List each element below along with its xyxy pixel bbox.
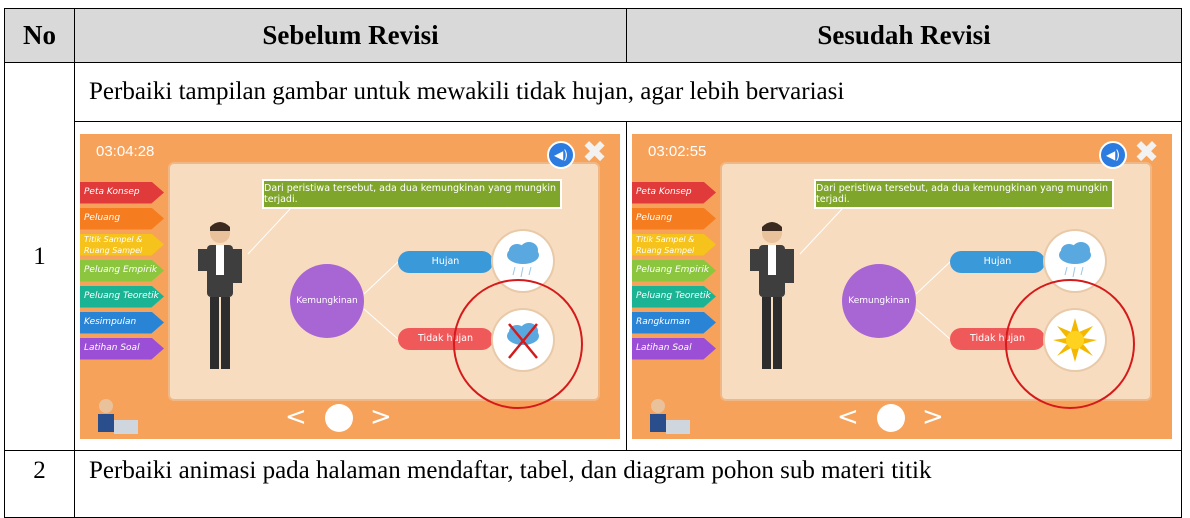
connector-lines <box>247 208 399 339</box>
row-number: 2 <box>4 450 75 518</box>
timer: 03:02:55 <box>648 142 707 160</box>
next-arrow-icon[interactable]: > <box>370 401 392 432</box>
menu-item[interactable]: Peluang Empirik <box>632 259 716 282</box>
connector-lines <box>799 208 951 339</box>
menu-item[interactable]: Latihan Soal <box>632 337 716 360</box>
menu-item[interactable]: Peluang Empirik <box>80 259 164 282</box>
teacher-figure <box>750 221 794 369</box>
before-cell: 03:04:28 ◀) ✖ Peta Konsep Peluang Titik … <box>74 121 627 451</box>
kemungkinan-node: Kemungkinan <box>290 263 364 338</box>
after-screenshot: 03:02:55 ◀) ✖ Peta Konsep Peluang Titik … <box>632 133 1172 439</box>
student-avatar <box>98 398 138 434</box>
table-row: 2 Perbaiki animasi pada halaman mendafta… <box>4 450 1182 518</box>
speech-bubble: Dari peristiwa tersebut, ada dua kemungk… <box>262 178 562 209</box>
rain-cloud-icon <box>507 241 539 277</box>
header-after: Sesudah Revisi <box>626 8 1182 63</box>
speaker-icon[interactable]: ◀) <box>1099 140 1127 169</box>
menu-item[interactable]: Peluang <box>80 207 164 230</box>
hujan-label: Hujan <box>398 250 493 273</box>
rain-cloud-icon <box>1059 241 1091 277</box>
menu-item[interactable]: Rangkuman <box>632 311 716 334</box>
header-before: Sebelum Revisi <box>74 8 627 63</box>
speaker-icon[interactable]: ◀) <box>547 140 575 169</box>
row-number: 1 <box>4 62 75 451</box>
timer: 03:04:28 <box>96 142 155 160</box>
speech-bubble: Dari peristiwa tersebut, ada dua kemungk… <box>814 178 1114 209</box>
kemungkinan-node: Kemungkinan <box>842 263 916 338</box>
student-avatar <box>650 398 690 434</box>
highlight-ring <box>453 278 583 409</box>
menu-item[interactable]: Peluang <box>632 207 716 230</box>
header-row: No Sebelum Revisi Sesudah Revisi <box>4 8 1182 63</box>
menu-item[interactable]: Peluang Teoretik <box>632 285 716 308</box>
before-screenshot: 03:04:28 ◀) ✖ Peta Konsep Peluang Titik … <box>80 133 620 439</box>
menu-item[interactable]: Peluang Teoretik <box>80 285 164 308</box>
close-icon[interactable]: ✖ <box>582 134 608 170</box>
menu-item[interactable]: Peta Konsep <box>632 181 716 204</box>
teacher-figure <box>198 221 242 369</box>
hujan-label: Hujan <box>950 250 1045 273</box>
close-icon[interactable]: ✖ <box>1134 134 1160 170</box>
row-description: Perbaiki animasi pada halaman mendaftar,… <box>74 450 1182 518</box>
highlight-ring <box>1005 278 1135 409</box>
revision-table: No Sebelum Revisi Sesudah Revisi 1 Perba… <box>4 8 1182 518</box>
menu-item[interactable]: Kesimpulan <box>80 311 164 334</box>
menu-item[interactable]: Peta Konsep <box>80 181 164 204</box>
home-circle-button[interactable] <box>325 403 353 432</box>
row-description: Perbaiki tampilan gambar untuk mewakili … <box>74 62 1182 122</box>
header-no: No <box>4 8 75 63</box>
after-cell: 03:02:55 ◀) ✖ Peta Konsep Peluang Titik … <box>626 121 1182 451</box>
menu-item[interactable]: Latihan Soal <box>80 337 164 360</box>
prev-arrow-icon[interactable]: < <box>285 401 307 432</box>
screenshot-row: 03:04:28 ◀) ✖ Peta Konsep Peluang Titik … <box>5 121 1182 451</box>
table-row: 1 Perbaiki tampilan gambar untuk mewakil… <box>4 62 1182 451</box>
prev-arrow-icon[interactable]: < <box>837 401 859 432</box>
menu-item[interactable]: Titik Sampel & Ruang Sampel <box>80 233 164 256</box>
next-arrow-icon[interactable]: > <box>922 401 944 432</box>
menu-item[interactable]: Titik Sampel & Ruang Sampel <box>632 233 716 256</box>
home-circle-button[interactable] <box>877 403 905 432</box>
